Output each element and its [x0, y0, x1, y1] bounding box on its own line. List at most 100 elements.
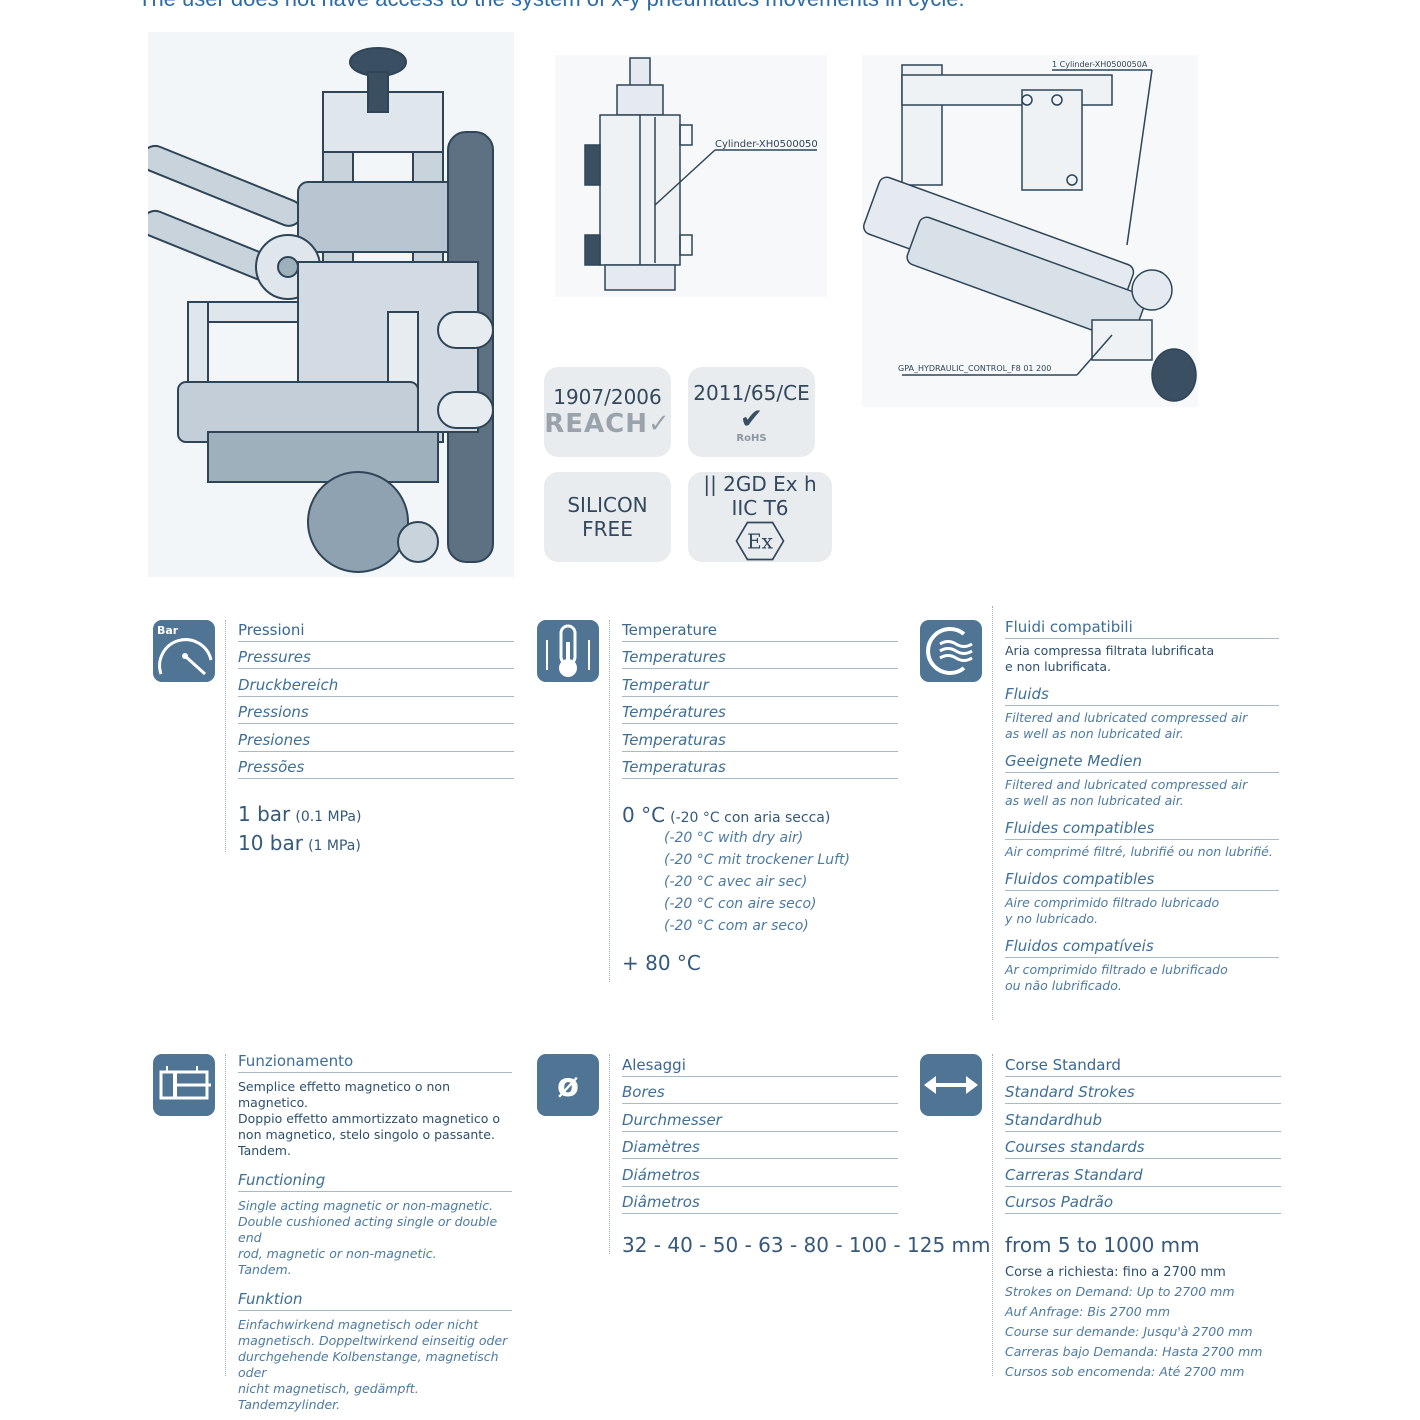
- intro-text: The user does not have access to the sys…: [138, 0, 965, 12]
- diameter-symbol: ø: [557, 1066, 579, 1104]
- strokes-demand-fr: Course sur demande: Jusqu'à 2700 mm: [1005, 1324, 1253, 1339]
- functioning-list: Funzionamento Semplice effetto magnetico…: [238, 1052, 518, 1413]
- badge-reach-mark: REACH✓: [544, 409, 671, 439]
- bores-divider: [609, 1054, 610, 1254]
- cylinder-drawing: Cylinder-XH0500050: [555, 55, 827, 297]
- pressure-gauge-icon: Bar: [153, 620, 215, 682]
- temperatures-divider: [609, 620, 610, 982]
- pressure-min-sub: (0.1 MPa): [295, 809, 362, 825]
- pressure-min: 1 bar (0.1 MPa): [238, 802, 361, 826]
- svg-text:Bar: Bar: [157, 624, 179, 637]
- fluids-heading-de: Geeignete Medien: [1005, 752, 1279, 773]
- strokes-demand: Corse a richiesta: fino a 2700 mm Stroke…: [1005, 1263, 1295, 1382]
- fluids-text-pt: Ar comprimido filtrado e lubrificado ou …: [1005, 962, 1228, 993]
- fluid-flow-icon: [920, 620, 982, 682]
- pressures-heading-fr: Pressions: [238, 697, 514, 724]
- temperatures-heading-it: Temperature: [622, 614, 898, 642]
- cylinder-label: Cylinder-XH0500050: [715, 139, 818, 150]
- strokes-heading-de: Standardhub: [1005, 1104, 1281, 1132]
- bores-heading-es: Diámetros: [622, 1159, 898, 1187]
- strokes-heading-es: Carreras Standard: [1005, 1159, 1281, 1187]
- bores-heading-fr: Diamètres: [622, 1132, 898, 1159]
- fluids-heading-pt: Fluidos compatíveis: [1005, 937, 1279, 958]
- badge-rohs-mark: RoHS: [736, 432, 767, 444]
- temperatures-heading-pt: Temperaturas: [622, 752, 898, 779]
- fluids-heading-en: Fluids: [1005, 685, 1279, 706]
- pressure-max: 10 bar (1 MPa): [238, 831, 361, 855]
- functioning-heading-it: Funzionamento: [238, 1052, 512, 1073]
- temperature-note-de: (-20 °C mit trockener Luft): [664, 852, 850, 868]
- strokes-heading-fr: Courses standards: [1005, 1132, 1281, 1159]
- strokes-value: from 5 to 1000 mm: [1005, 1233, 1200, 1257]
- double-arrow-icon: [920, 1054, 982, 1116]
- strokes-demand-it: Corse a richiesta: fino a 2700 mm: [1005, 1265, 1226, 1280]
- temperatures-heading-en: Temperatures: [622, 642, 898, 669]
- strokes-headings: Corse Standard Standard Strokes Standard…: [1005, 1049, 1281, 1214]
- pressures-heading-it: Pressioni: [238, 614, 514, 642]
- bores-heading-pt: Diâmetros: [622, 1187, 898, 1214]
- functioning-text-it: Semplice effetto magnetico o non magneti…: [238, 1079, 501, 1158]
- pressures-heading-es: Presiones: [238, 724, 514, 752]
- strokes-demand-pt: Cursos sob encomenda: Até 2700 mm: [1005, 1364, 1245, 1379]
- badge-rohs-title: 2011/65/CE: [693, 380, 810, 405]
- ex-icon: Ex: [735, 521, 785, 561]
- fluids-divider: [992, 606, 993, 1020]
- functioning-text-de: Einfachwirkend magnetisch oder nicht mag…: [238, 1317, 508, 1412]
- pressures-heading-pt: Pressões: [238, 752, 514, 779]
- functioning-heading-en: Functioning: [238, 1171, 512, 1192]
- fluids-heading-fr: Fluides compatibles: [1005, 819, 1279, 840]
- assembly-label-bottom: GPA_HYDRAULIC_CONTROL_F8 01 200: [898, 364, 1051, 373]
- badge-silicon-title: SILICON FREE: [567, 493, 648, 541]
- thermometer-icon: [537, 620, 599, 682]
- fluids-heading-es: Fluidos compatibles: [1005, 870, 1279, 891]
- fluids-text-it: Aria compressa filtrata lubrificata e no…: [1005, 643, 1215, 674]
- temperature-min: 0 °C (-20 °C con aria secca): [622, 803, 830, 827]
- temperature-max-value: + 80 °C: [622, 951, 701, 975]
- temperature-min-value: 0 °C: [622, 803, 666, 827]
- strokes-demand-de: Auf Anfrage: Bis 2700 mm: [1005, 1304, 1171, 1319]
- badge-reach: 1907/2006 REACH✓: [544, 367, 671, 457]
- temperature-note-pt: (-20 °C com ar seco): [664, 918, 809, 934]
- strokes-demand-es: Carreras bajo Demanda: Hasta 2700 mm: [1005, 1344, 1263, 1359]
- badge-reach-title: 1907/2006: [553, 385, 662, 409]
- functioning-divider: [225, 1054, 226, 1376]
- temperature-min-note: (-20 °C con aria secca): [670, 810, 831, 826]
- functioning-text-en: Single acting magnetic or non-magnetic. …: [238, 1198, 498, 1277]
- check-icon: ✔: [739, 401, 764, 435]
- pressure-max-sub: (1 MPa): [308, 838, 361, 854]
- bores-heading-en: Bores: [622, 1077, 898, 1104]
- temperatures-heading-de: Temperatur: [622, 669, 898, 697]
- assembly-label-top: 1 Cylinder-XH0500050A: [1052, 60, 1148, 69]
- pressures-divider: [225, 620, 226, 852]
- strokes-heading-en: Standard Strokes: [1005, 1077, 1281, 1104]
- strokes-demand-en: Strokes on Demand: Up to 2700 mm: [1005, 1284, 1235, 1299]
- strokes-heading-pt: Cursos Padrão: [1005, 1187, 1281, 1214]
- fluids-text-en: Filtered and lubricated compressed air a…: [1005, 710, 1248, 741]
- cylinder-function-icon: [153, 1054, 215, 1116]
- fluids-heading-it: Fluidi compatibili: [1005, 618, 1279, 639]
- fluids-text-es: Aire comprimido filtrado lubricado y no …: [1005, 895, 1220, 926]
- bores-heading-de: Durchmesser: [622, 1104, 898, 1132]
- bores-value: 32 - 40 - 50 - 63 - 80 - 100 - 125 mm: [622, 1233, 991, 1257]
- strokes-divider: [992, 1054, 993, 1376]
- badge-silicon-free: SILICON FREE: [544, 472, 671, 562]
- badge-atex: || 2GD Ex h IIC T6 Ex: [688, 472, 832, 562]
- strokes-heading-it: Corse Standard: [1005, 1049, 1281, 1077]
- badge-atex-title: || 2GD Ex h IIC T6: [703, 472, 817, 520]
- temperatures-headings: Temperature Temperatures Temperatur Temp…: [622, 614, 898, 779]
- temperature-notes: (-20 °C with dry air) (-20 °C mit trocke…: [664, 827, 850, 937]
- pressures-headings: Pressioni Pressures Druckbereich Pressio…: [238, 614, 514, 779]
- assembly-drawing: 1 Cylinder-XH0500050A GPA_HYDRAULIC_CONT…: [862, 55, 1198, 407]
- fluids-text-fr: Air comprimé filtré, lubrifié ou non lub…: [1005, 844, 1273, 859]
- bores-headings: Alesaggi Bores Durchmesser Diamètres Diá…: [622, 1049, 898, 1214]
- badge-rohs: 2011/65/CE ✔ RoHS: [688, 367, 815, 457]
- fluids-list: Fluidi compatibili Aria compressa filtra…: [1005, 618, 1281, 994]
- svg-text:Ex: Ex: [747, 530, 774, 554]
- temperature-note-es: (-20 °C con aire seco): [664, 896, 817, 912]
- diameter-icon: ø: [537, 1054, 599, 1116]
- fluids-text-de: Filtered and lubricated compressed air a…: [1005, 777, 1248, 808]
- pressures-heading-de: Druckbereich: [238, 669, 514, 697]
- machine-drawing: [141, 32, 514, 577]
- bores-heading-it: Alesaggi: [622, 1049, 898, 1077]
- temperature-note-fr: (-20 °C avec air sec): [664, 874, 808, 890]
